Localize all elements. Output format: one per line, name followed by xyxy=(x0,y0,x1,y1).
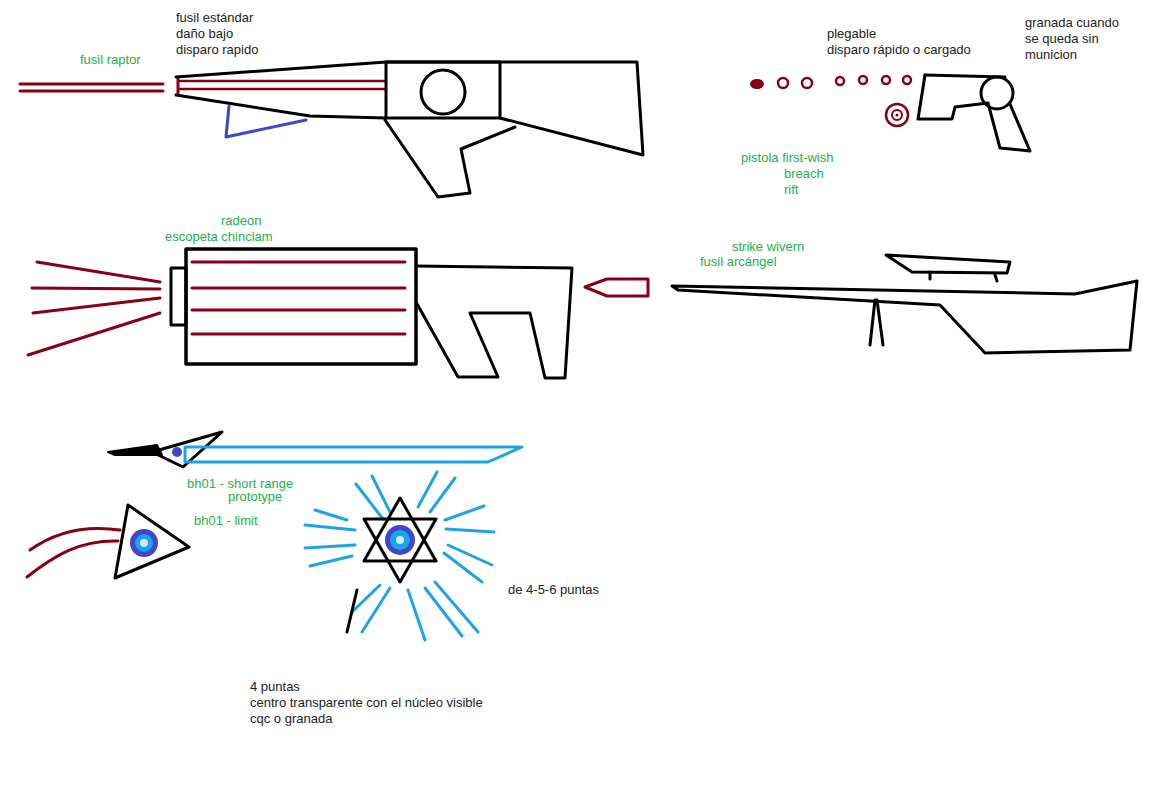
weapon-label: de 4-5-6 puntas xyxy=(508,582,599,597)
weapon-label: plegable xyxy=(827,26,876,41)
weapon-label: pistola first-wish xyxy=(741,150,833,165)
label-text: municion xyxy=(1025,47,1077,62)
weapon-label: daño bajo xyxy=(176,26,233,41)
weapon-label: cqc o granada xyxy=(250,711,332,726)
weapon-label: escopeta chinclam xyxy=(165,229,273,244)
label-text: daño bajo xyxy=(176,26,233,41)
weapon-label: bh01 - limit xyxy=(194,513,258,528)
label-text: pistola first-wish xyxy=(741,150,833,165)
label-text: radeon xyxy=(221,213,261,228)
label-text: escopeta chinclam xyxy=(165,229,273,244)
label-text: bh01 - limit xyxy=(194,513,258,528)
label-text: disparo rapido xyxy=(176,42,258,57)
label-text: granada cuando xyxy=(1025,15,1119,30)
weapon-label: 4 puntas xyxy=(250,679,300,694)
label-text: plegable xyxy=(827,26,876,41)
raptor-rifle xyxy=(20,62,643,197)
weapon-label: strike wivern xyxy=(732,239,804,254)
label-text: strike wivern xyxy=(732,239,804,254)
weapon-label: bh01 - short range xyxy=(187,476,293,491)
weapon-label: fusil arcángel xyxy=(700,254,777,269)
weapon-label: fusil raptor xyxy=(80,52,141,67)
label-text: rift xyxy=(784,182,798,197)
label-text: fusil raptor xyxy=(80,52,141,67)
weapon-label: centro transparente con el núcleo visibl… xyxy=(250,695,483,710)
bh01-limit xyxy=(27,505,189,578)
weapon-label: disparo rapido xyxy=(176,42,258,57)
weapon-label: breach xyxy=(784,166,824,181)
label-text: centro transparente con el núcleo visibl… xyxy=(250,695,483,710)
label-text: breach xyxy=(784,166,824,181)
star-grenade xyxy=(305,472,494,640)
label-text: fusil arcángel xyxy=(700,254,777,269)
label-text: de 4-5-6 puntas xyxy=(508,582,599,597)
label-text: prototype xyxy=(228,489,282,504)
weapon-label: se queda sin xyxy=(1025,31,1099,46)
weapon-label: fusil estándar xyxy=(176,10,253,25)
label-text: se queda sin xyxy=(1025,31,1099,46)
weapon-label: granada cuando xyxy=(1025,15,1119,30)
label-text: fusil estándar xyxy=(176,10,253,25)
label-text: 4 puntas xyxy=(250,679,300,694)
radeon-shotgun xyxy=(28,249,648,378)
weapon-label: radeon xyxy=(221,213,261,228)
bh01-blade xyxy=(108,432,522,467)
weapon-label: prototype xyxy=(228,489,282,504)
label-text: cqc o granada xyxy=(250,711,332,726)
label-text: bh01 - short range xyxy=(187,476,293,491)
first-wish-pistol xyxy=(751,75,1030,151)
label-text: disparo rápido o cargado xyxy=(827,42,971,57)
arcangel-rifle xyxy=(672,255,1137,353)
weapon-label: municion xyxy=(1025,47,1077,62)
weapon-label: rift xyxy=(784,182,798,197)
weapon-label: disparo rápido o cargado xyxy=(827,42,971,57)
